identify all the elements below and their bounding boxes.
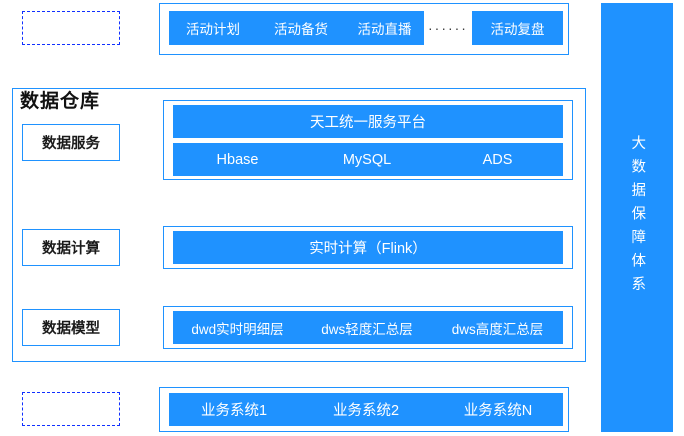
big-data-guarantee-label: 大数据保障体系	[629, 135, 646, 300]
model-dwd-box[interactable]: dwd实时明细层	[173, 311, 302, 344]
page-title: 数据仓库	[20, 91, 101, 112]
layer-label-data-model: 数据模型	[22, 309, 120, 346]
model-dws-heavy-box[interactable]: dws高度汇总层	[432, 311, 563, 344]
activity-item-plan[interactable]: 活动计划	[169, 11, 257, 45]
activity-ellipsis: ······	[428, 20, 468, 36]
model-dws-light-box[interactable]: dws轻度汇总层	[302, 311, 432, 344]
store-ads-box[interactable]: ADS	[432, 143, 563, 176]
store-mysql-box[interactable]: MySQL	[302, 143, 432, 176]
compute-engine-box[interactable]: 实时计算（Flink）	[173, 231, 563, 264]
layer-label-data-service: 数据服务	[22, 124, 120, 161]
business-system-2-box[interactable]: 业务系统2	[299, 393, 433, 426]
big-data-guarantee-bar: 大数据保障体系	[601, 3, 673, 432]
activity-item-review[interactable]: 活动复盘	[472, 11, 563, 45]
business-system-1-box[interactable]: 业务系统1	[169, 393, 299, 426]
service-platform-box[interactable]: 天工统一服务平台	[173, 105, 563, 138]
business-system-n-box[interactable]: 业务系统N	[433, 393, 563, 426]
activity-item-stock[interactable]: 活动备货	[257, 11, 345, 45]
placeholder-box-bottom	[22, 392, 120, 426]
placeholder-box-top	[22, 11, 120, 45]
activity-item-live[interactable]: 活动直播	[345, 11, 424, 45]
layer-label-data-compute: 数据计算	[22, 229, 120, 266]
store-hbase-box[interactable]: Hbase	[173, 143, 302, 176]
